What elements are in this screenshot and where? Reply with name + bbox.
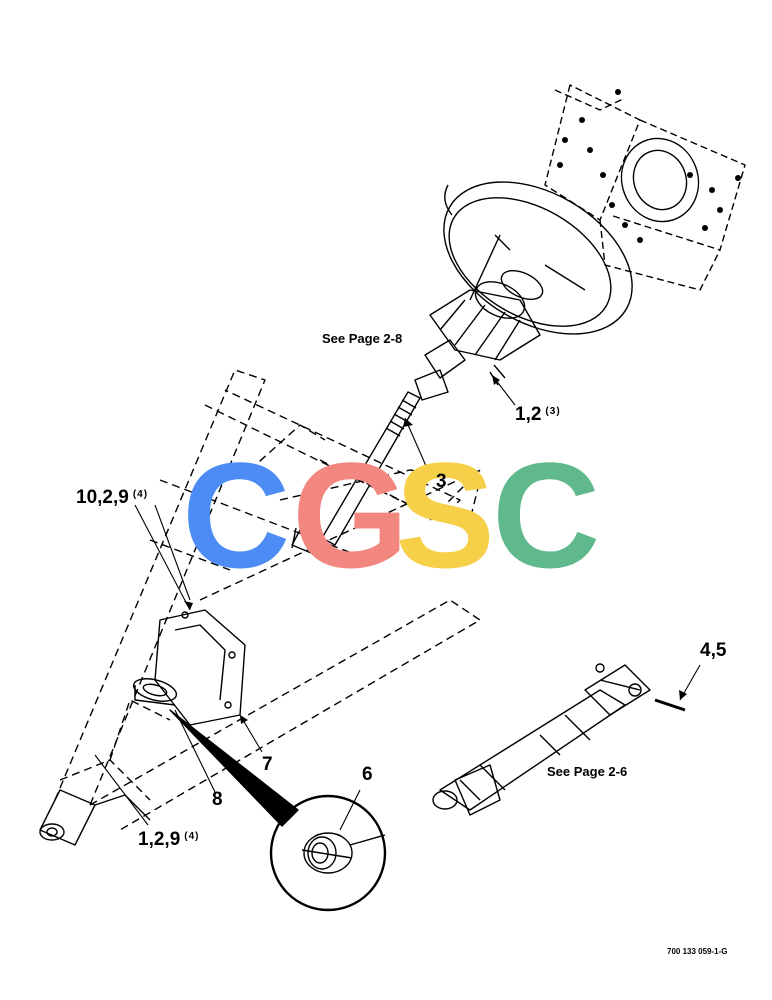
bearing-detail-circle [269, 794, 387, 912]
watermark-letter-c2: C [492, 431, 601, 599]
leader-lines [94, 374, 701, 831]
slip-clutch [414, 269, 544, 401]
callout-10-2-9: 10,2,9(4) [76, 487, 149, 508]
figure-number: 700 133 059-1-G [667, 947, 728, 956]
callout-8: 8 [212, 789, 223, 810]
leader-arrowheads [184, 375, 687, 724]
gearbox-flange [620, 137, 700, 223]
callout-1-2: 1,2(3) [515, 404, 561, 425]
watermark-letter-s: S [395, 431, 496, 599]
callout-1-2-quantity: (3) [545, 406, 561, 417]
bearing-housing [132, 678, 178, 706]
frame-solid-edges [39, 789, 151, 846]
gearbox-housing [544, 84, 746, 291]
main-frame [54, 369, 481, 831]
see-page-2-8-note: See Page 2-8 [322, 331, 403, 346]
callout-6: 6 [362, 764, 373, 785]
flywheel [443, 181, 633, 335]
callout-3: 3 [436, 471, 447, 492]
pto-driveline [432, 663, 686, 816]
watermark-letter-c1: C [182, 431, 291, 599]
watermark-letter-g: G [292, 431, 409, 599]
callout-1-2-9-quantity: (4) [184, 831, 200, 842]
see-page-2-6-note: See Page 2-6 [547, 764, 628, 779]
callout-4-5: 4,5 [700, 640, 727, 661]
callout-7: 7 [262, 754, 273, 775]
callout-1-2-9: 1,2,9(4) [138, 829, 200, 850]
detail-pointer [169, 709, 299, 827]
driveshaft [291, 391, 421, 556]
bearing-mount-plate [154, 609, 246, 726]
callout-10-2-9-quantity: (4) [132, 489, 149, 500]
gearbox-bolts [557, 89, 741, 243]
